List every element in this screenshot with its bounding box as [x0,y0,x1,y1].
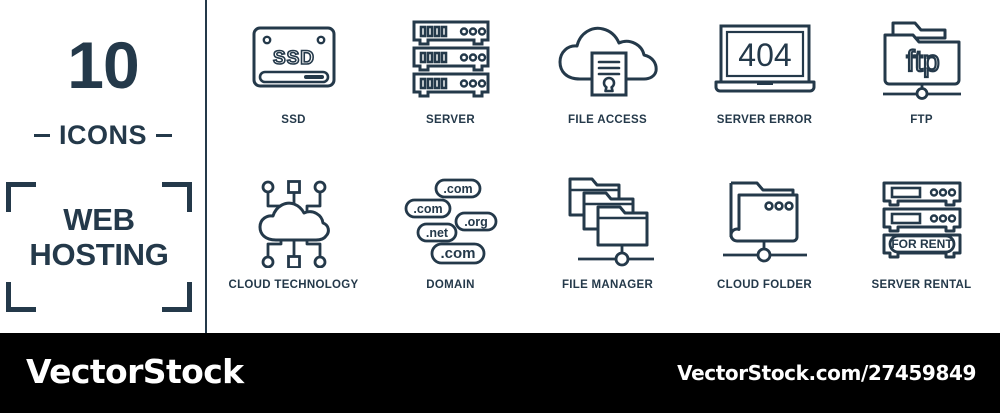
watermark-footer: VectorStock VectorStock.com/27459849 [0,333,1000,413]
icon-cell-server-error[interactable]: 404 SERVER ERROR [686,8,843,168]
icons-word-row: ICONS [0,120,206,151]
domain-tags-icon: .com .com .org .net .com [396,168,506,273]
server-for-rent-icon: FOR RENT [876,168,968,273]
icon-label-server-error: SERVER ERROR [716,114,813,126]
domain-tag-text-1: .com [443,182,472,196]
domain-tag-text-4: .net [425,226,448,240]
icon-cell-ssd[interactable]: SSD SSD [215,8,372,168]
icon-cell-server[interactable]: SERVER [372,8,529,168]
for-rent-banner-text: FOR RENT [891,237,953,251]
vectorstock-logo: VectorStock [26,352,244,391]
title-panel: 10 ICONS WEB HOSTING [0,0,206,333]
icon-cell-ftp[interactable]: ftp FTP [843,8,1000,168]
bracket-corner-top-right [162,182,192,212]
domain-tag-text-5: .com [440,245,475,262]
icon-cell-file-access[interactable]: FILE ACCESS [529,8,686,168]
cloud-folder-network-icon [717,168,813,273]
cloud-circuit-icon [251,168,337,273]
topic-bracket-frame: WEB HOSTING [6,182,192,312]
icon-cell-file-manager[interactable]: FILE MANAGER [529,168,686,328]
icon-label-file-access: FILE ACCESS [568,114,647,126]
icon-cell-cloud-folder[interactable]: CLOUD FOLDER [686,168,843,328]
icon-grid: SSD SSD [215,0,1000,333]
svg-text:SSD: SSD [272,48,314,69]
icon-label-file-manager: FILE MANAGER [561,279,654,291]
icon-label-server-rental: SERVER RENTAL [871,279,972,291]
bracket-corner-bottom-left [6,282,36,312]
icon-cell-domain[interactable]: .com .com .org .net .com DOMAIN [372,168,529,328]
icon-label-cloud-technology: CLOUD TECHNOLOGY [228,279,359,291]
right-dash-decoration [156,134,172,137]
svg-text:ftp: ftp [906,45,939,78]
icon-label-server: SERVER [426,114,475,126]
icon-label-domain: DOMAIN [426,279,475,291]
domain-tag-text-3: .org [464,215,488,229]
icon-label-ssd: SSD [281,114,306,126]
cloud-document-lock-icon [556,8,660,108]
server-rack-icon [408,8,494,108]
left-dash-decoration [33,134,50,137]
bracket-corner-top-left [6,182,36,212]
folders-network-icon [558,168,658,273]
topic-title: WEB HOSTING [6,202,192,273]
vertical-divider [205,0,207,333]
icon-cell-server-rental[interactable]: FOR RENT SERVER RENTAL [843,168,1000,328]
icon-label-cloud-folder: CLOUD FOLDER [717,279,812,291]
ssd-drive-icon: SSD [248,8,340,108]
icon-label-ftp: FTP [910,114,933,126]
icons-word-label: ICONS [58,120,147,150]
topic-title-line1: WEB [63,202,135,237]
icon-cell-cloud-technology[interactable]: CLOUD TECHNOLOGY [215,168,372,328]
vectorstock-url: VectorStock.com/27459849 [677,361,976,385]
topic-title-line2: HOSTING [29,237,169,273]
ftp-folder-icon: ftp [877,8,967,108]
domain-tag-text-2: .com [413,202,442,216]
bracket-corner-bottom-right [162,282,192,312]
icon-count: 10 [67,28,139,102]
svg-text:404: 404 [738,37,791,73]
laptop-404-icon: 404 [713,8,817,108]
